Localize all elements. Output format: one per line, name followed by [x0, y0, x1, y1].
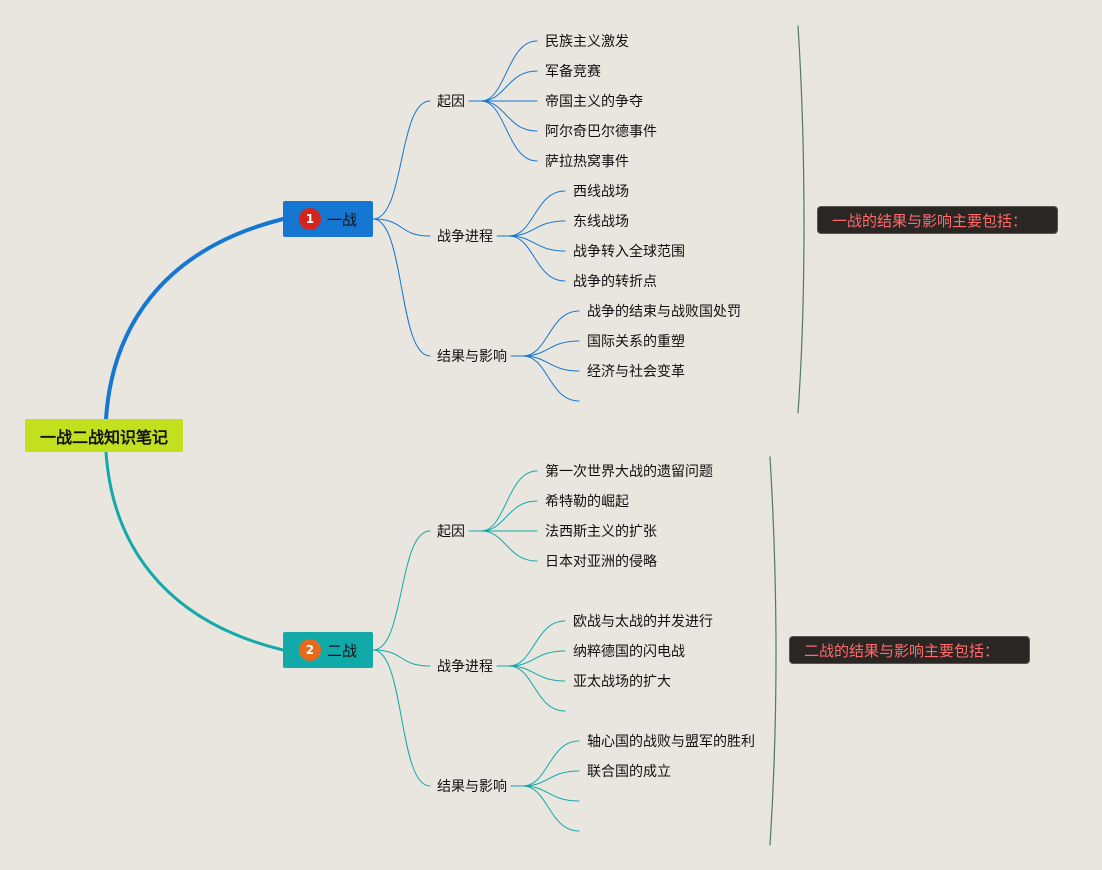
- leaf-branch-line: [522, 340, 580, 357]
- number-2-badge-icon: 2: [298, 639, 321, 661]
- leaf-branch-line: [480, 100, 538, 132]
- leaf-node[interactable]: 东线战场: [573, 214, 629, 230]
- leaf-node[interactable]: 萨拉热窝事件: [545, 154, 629, 170]
- leaf-branch-line: [522, 785, 580, 832]
- leaf-branch-line: [508, 620, 566, 667]
- leaf-node[interactable]: 国际关系的重塑: [587, 334, 685, 350]
- summary-brace-line: [797, 25, 805, 414]
- leaf-branch-line: [508, 235, 566, 252]
- leaf-node[interactable]: 法西斯主义的扩张: [545, 524, 657, 540]
- topic-branch-line: [372, 218, 431, 237]
- main-node-label: 一战: [326, 210, 357, 229]
- topic-node-ww2-cause[interactable]: 起因: [437, 524, 465, 540]
- topic-branch-line: [372, 100, 431, 220]
- topic-node-ww1-cause[interactable]: 起因: [437, 94, 465, 110]
- leaf-branch-line: [508, 665, 566, 682]
- leaf-node[interactable]: 战争转入全球范围: [573, 244, 685, 260]
- leaf-node[interactable]: 军备竞赛: [545, 64, 601, 80]
- summary-brace-line: [769, 456, 777, 846]
- summary-ww2[interactable]: 二战的结果与影响主要包括：: [790, 637, 1029, 663]
- topic-branch-line: [372, 649, 431, 787]
- leaf-branch-line: [508, 650, 566, 667]
- leaf-node[interactable]: 阿尔奇巴尔德事件: [545, 124, 657, 140]
- leaf-node[interactable]: 民族主义激发: [545, 34, 629, 50]
- topic-branch-line: [372, 218, 431, 357]
- topic-branch-line: [372, 530, 431, 651]
- leaf-branch-line: [508, 235, 566, 282]
- leaf-node[interactable]: 第一次世界大战的遗留问题: [545, 464, 713, 480]
- leaf-node[interactable]: 纳粹德国的闪电战: [573, 644, 685, 660]
- leaf-branch-line: [480, 40, 538, 102]
- leaf-node[interactable]: 战争的结束与战败国处罚: [587, 304, 741, 320]
- main-node-ww2[interactable]: 2 二战: [283, 632, 373, 668]
- leaf-node[interactable]: 亚太战场的扩大: [573, 674, 671, 690]
- leaf-node[interactable]: 日本对亚洲的侵略: [545, 554, 657, 570]
- root-node[interactable]: 一战二战知识笔记: [25, 419, 183, 452]
- root-branch-line: [104, 217, 285, 421]
- leaf-node[interactable]: 轴心国的战败与盟军的胜利: [587, 734, 755, 750]
- topic-node-ww2-process[interactable]: 战争进程: [437, 659, 493, 675]
- topic-node-ww1-result[interactable]: 结果与影响: [437, 349, 507, 365]
- leaf-branch-line: [522, 785, 580, 802]
- leaf-branch-line: [480, 530, 538, 562]
- leaf-node[interactable]: 欧战与太战的并发进行: [573, 614, 713, 630]
- leaf-branch-line: [508, 220, 566, 237]
- leaf-branch-line: [522, 355, 580, 402]
- leaf-node[interactable]: 帝国主义的争夺: [545, 94, 643, 110]
- leaf-node[interactable]: 希特勒的崛起: [545, 494, 629, 510]
- number-1-badge-icon: 1: [298, 208, 321, 230]
- leaf-node[interactable]: 战争的转折点: [573, 274, 657, 290]
- leaf-branch-line: [480, 470, 538, 532]
- topic-branch-line: [372, 649, 431, 667]
- leaf-branch-line: [508, 665, 566, 712]
- leaf-branch-line: [480, 70, 538, 102]
- leaf-branch-line: [522, 770, 580, 787]
- summary-ww1[interactable]: 一战的结果与影响主要包括：: [818, 207, 1057, 233]
- leaf-node[interactable]: 联合国的成立: [587, 764, 671, 780]
- leaf-node[interactable]: 经济与社会变革: [587, 364, 685, 380]
- leaf-branch-line: [480, 500, 538, 532]
- root-branch-line: [104, 450, 285, 652]
- topic-node-ww1-process[interactable]: 战争进程: [437, 229, 493, 245]
- leaf-branch-line: [480, 100, 538, 162]
- main-node-label: 二战: [326, 641, 357, 660]
- leaf-branch-line: [522, 310, 580, 357]
- leaf-branch-line: [508, 190, 566, 237]
- main-node-ww1[interactable]: 1 一战: [283, 201, 373, 237]
- topic-node-ww2-result[interactable]: 结果与影响: [437, 779, 507, 795]
- leaf-branch-line: [522, 740, 580, 787]
- leaf-branch-line: [522, 355, 580, 372]
- leaf-node[interactable]: 西线战场: [573, 184, 629, 200]
